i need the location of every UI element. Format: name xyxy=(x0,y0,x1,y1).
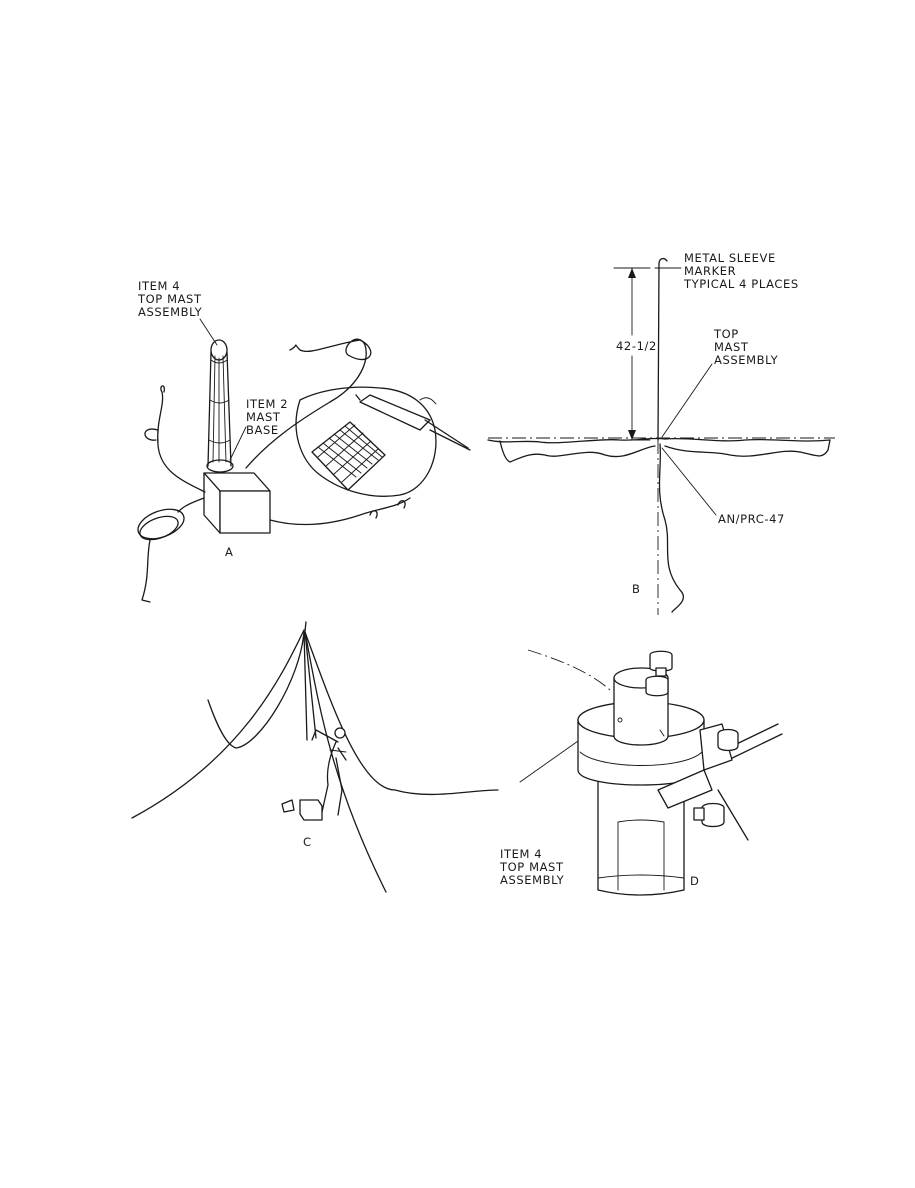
cable-left-upper xyxy=(157,385,206,493)
guy-wire-left-inner xyxy=(207,631,305,749)
panel-c-erecting-mast: C xyxy=(131,621,499,893)
panel-a-mast-base-label-line3: BASE xyxy=(246,423,279,437)
panel-b-top-mast-label-line3: ASSEMBLY xyxy=(714,353,779,367)
thumb-screw-top xyxy=(649,650,673,677)
panel-a-top-mast-leader xyxy=(199,318,218,346)
wire-lead-dashed xyxy=(527,649,611,691)
guy-wire-front xyxy=(304,631,387,893)
panel-b-mast-dimensions: METAL SLEEVE MARKER TYPICAL 4 PLACES 42-… xyxy=(487,251,835,615)
antenna-wire-coil xyxy=(245,338,372,469)
dimension-label: 42-1/2' xyxy=(616,339,661,353)
radio-set-box xyxy=(203,472,271,534)
buried-lead xyxy=(658,443,685,613)
thumb-screw-right xyxy=(717,728,739,752)
panel-a-mast-base-leader xyxy=(229,426,247,461)
guy-wire-left xyxy=(131,629,305,819)
panel-d-letter: D xyxy=(690,874,699,888)
panel-b-sleeve-label-line1: METAL SLEEVE xyxy=(684,251,776,265)
ground-sheet-bag xyxy=(295,386,471,497)
ground-profile-right xyxy=(664,439,831,457)
panel-b-sleeve-label-line2: MARKER xyxy=(684,264,736,278)
cable-loop-left xyxy=(144,428,159,441)
panel-b-top-mast-label-line2: MAST xyxy=(714,340,749,354)
panel-b-top-mast-label-line1: TOP xyxy=(713,327,739,341)
panel-b-top-mast-leader xyxy=(661,363,713,438)
cable-right xyxy=(269,497,411,526)
guy-wire-right xyxy=(304,631,499,796)
collapsed-mast-bundle xyxy=(206,339,234,473)
panel-c-letter: C xyxy=(303,835,312,849)
panel-a-mast-base-label-line1: ITEM 2 xyxy=(246,397,288,411)
panel-d-top-mast-detail: ITEM 4 TOP MAST ASSEMBLY D xyxy=(499,649,783,896)
panel-b-sleeve-label-line3: TYPICAL 4 PLACES xyxy=(683,277,799,291)
panel-a-top-mast-label-line3: ASSEMBLY xyxy=(138,305,203,319)
thumb-screw-middle xyxy=(645,675,669,697)
panel-b-letter: B xyxy=(632,582,641,596)
mast-line xyxy=(657,263,660,441)
cable-left-lower xyxy=(141,539,151,603)
ground-profile-left xyxy=(499,440,656,463)
panel-b-radio-leader xyxy=(661,447,717,516)
panel-a-mast-base-label-line2: MAST xyxy=(246,410,281,424)
panel-d-top-mast-label-line3: ASSEMBLY xyxy=(500,873,565,887)
mast-tip xyxy=(658,257,668,265)
dimension-42-1-2-ft: 42-1/2' xyxy=(613,267,661,441)
mast-sections xyxy=(303,631,317,741)
panel-a-letter: A xyxy=(225,545,233,559)
panel-d-top-mast-label-line1: ITEM 4 xyxy=(500,847,542,861)
panel-b-radio-label: AN/PRC-47 xyxy=(718,512,785,526)
radio-set-on-ground xyxy=(281,799,323,821)
panel-a-top-mast-label-line2: TOP MAST xyxy=(137,292,202,306)
panel-a-mast-erected: ITEM 4 TOP MAST ASSEMBLY ITEM 2 MAST BAS… xyxy=(137,279,471,603)
thumb-screw-front xyxy=(693,802,725,828)
panel-a-top-mast-label-line1: ITEM 4 xyxy=(138,279,180,293)
panel-d-top-mast-label-line2: TOP MAST xyxy=(499,860,564,874)
soldier-figure xyxy=(311,727,347,816)
